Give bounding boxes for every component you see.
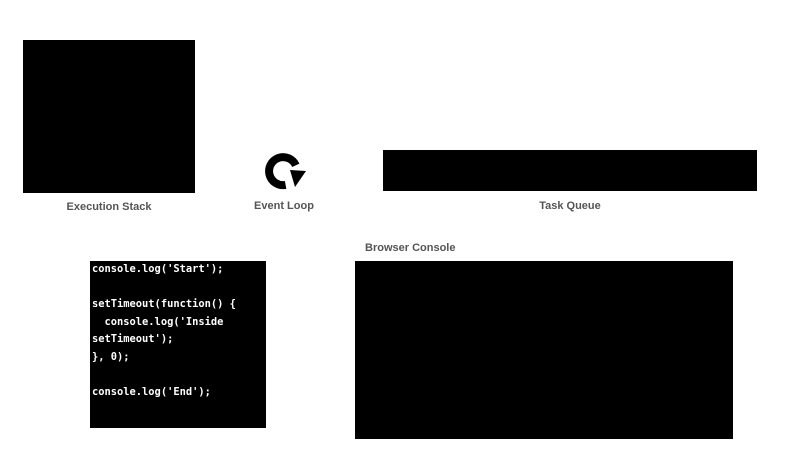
event-loop-arc	[265, 153, 300, 190]
code-line: console.log('Inside	[92, 315, 224, 328]
code-line	[92, 367, 264, 385]
circular-arrow-icon	[265, 153, 306, 190]
code-line: }, 0);	[92, 350, 130, 363]
code-line: setTimeout(function() {	[92, 298, 236, 311]
execution-stack-label: Execution Stack	[66, 201, 152, 213]
browser-console-panel	[355, 261, 733, 439]
task-queue-label: Task Queue	[539, 200, 601, 212]
code-line	[92, 279, 264, 297]
code-panel: console.log('Start'); setTimeout(functio…	[90, 261, 266, 428]
execution-stack-panel	[23, 40, 195, 193]
code-line: setTimeout');	[92, 333, 174, 346]
code-line: console.log('Start');	[92, 263, 224, 275]
event-loop-arrowhead	[290, 170, 306, 187]
event-loop-label: Event Loop	[254, 200, 314, 212]
code-line: console.log('End');	[92, 386, 211, 399]
task-queue-panel	[383, 150, 757, 191]
browser-console-label: Browser Console	[365, 242, 456, 254]
